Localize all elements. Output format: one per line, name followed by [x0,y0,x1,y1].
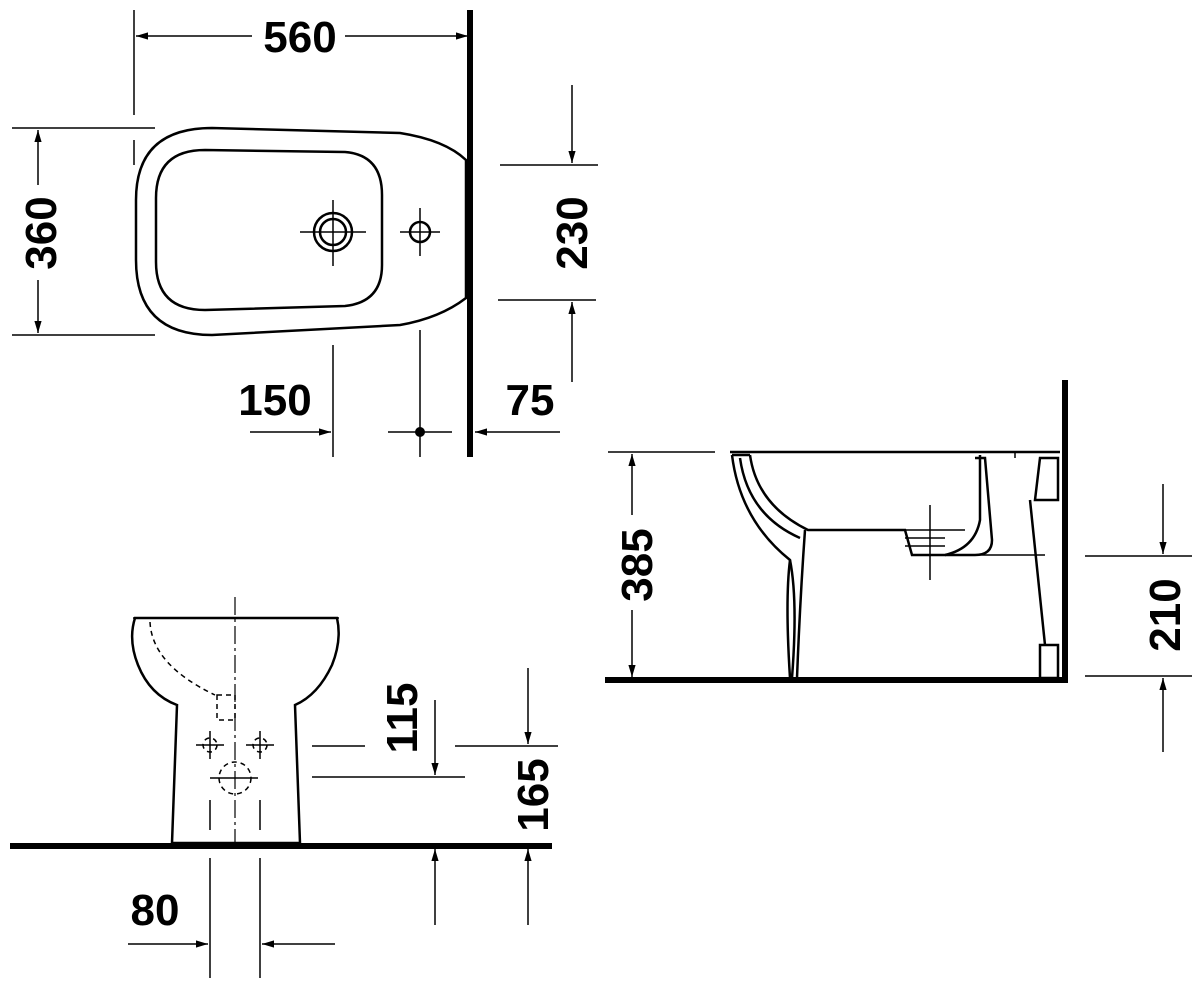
axis-point [415,427,425,437]
dimension-560: 560 [263,13,336,62]
front-inlet-left [196,731,224,759]
dimension-80: 80 [131,886,180,935]
front-view: 115 165 80 [10,597,558,978]
side-view: 385 210 [605,380,1192,752]
dimension-115: 115 [378,683,427,754]
top-view: 560 360 230 150 75 [12,10,598,457]
dimension-360: 360 [17,196,66,269]
side-view-body-outline [730,454,796,679]
top-view-outer-outline [134,126,468,337]
dimension-230: 230 [548,196,597,269]
dimension-75: 75 [506,376,555,425]
dimension-165: 165 [509,758,558,831]
dimension-210: 210 [1141,578,1190,651]
front-inlet-right [246,731,274,759]
front-view-bowl-outline [130,616,340,845]
dimension-385: 385 [613,528,662,601]
top-view-inner-bowl [154,148,384,312]
dimension-150: 150 [238,376,311,425]
